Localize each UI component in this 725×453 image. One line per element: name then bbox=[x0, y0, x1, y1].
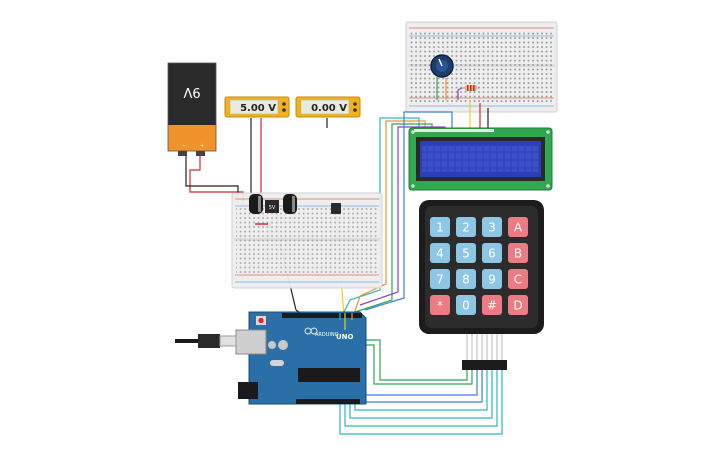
keypad-key-0[interactable] bbox=[456, 295, 476, 315]
arduino-usb-port bbox=[235, 329, 267, 355]
wire-lcd-blue bbox=[364, 111, 453, 311]
keypad-key-a[interactable] bbox=[508, 217, 528, 237]
keypad-key-label: 9 bbox=[488, 273, 496, 287]
keypad-key-3[interactable] bbox=[482, 217, 502, 237]
keypad-key-label: C bbox=[514, 273, 522, 287]
wire-key-3 bbox=[364, 368, 478, 396]
lcd-display[interactable] bbox=[408, 127, 553, 191]
arduino-header-wires bbox=[295, 309, 353, 330]
keypad-key-hash[interactable] bbox=[482, 295, 502, 315]
keypad-key-label: 0 bbox=[462, 299, 470, 313]
usb-cable bbox=[175, 334, 237, 348]
keypad-4x4[interactable]: 1 2 3 A 4 5 6 B 7 8 9 C * 0 # D bbox=[419, 200, 544, 370]
battery-9v[interactable]: 9V − + bbox=[167, 62, 217, 156]
keypad-key-1[interactable] bbox=[430, 217, 450, 237]
wire-key-1 bbox=[362, 339, 468, 381]
keypad-key-label: # bbox=[487, 299, 497, 313]
arduino-atmega-chip bbox=[298, 368, 360, 382]
wire-lcd-green bbox=[354, 123, 433, 313]
transistor[interactable] bbox=[331, 203, 341, 214]
arduino-uno[interactable]: ARDUINO UNO bbox=[235, 311, 367, 405]
keypad-ribbon bbox=[466, 334, 503, 362]
wire-key-2 bbox=[355, 344, 473, 385]
voltage-regulator[interactable]: 5V bbox=[265, 200, 279, 213]
keypad-key-5[interactable] bbox=[456, 243, 476, 263]
keypad-key-b[interactable] bbox=[508, 243, 528, 263]
svg-text:−: − bbox=[182, 143, 186, 149]
arduino-power-jack bbox=[238, 382, 258, 399]
svg-text:+: + bbox=[200, 143, 204, 149]
multimeter-right[interactable]: 0.00 V bbox=[295, 96, 361, 118]
keypad-key-c[interactable] bbox=[508, 269, 528, 289]
potentiometer[interactable] bbox=[430, 54, 454, 78]
keypad-key-7[interactable] bbox=[430, 269, 450, 289]
keypad-key-label: 6 bbox=[488, 247, 496, 261]
keypad-key-9[interactable] bbox=[482, 269, 502, 289]
capacitor-left[interactable] bbox=[249, 194, 263, 214]
keypad-key-label: B bbox=[514, 247, 522, 261]
wire-battery-black bbox=[185, 154, 239, 196]
keypad-key-label: 5 bbox=[462, 247, 470, 261]
keypad-keys: 1 2 3 A 4 5 6 B 7 8 9 C * 0 # D bbox=[430, 217, 528, 315]
keypad-key-6[interactable] bbox=[482, 243, 502, 263]
multimeter-left[interactable]: 5.00 V bbox=[224, 96, 290, 118]
wire-key-8 bbox=[339, 368, 503, 435]
lcd-char-grid bbox=[422, 146, 539, 172]
keypad-key-8[interactable] bbox=[456, 269, 476, 289]
keypad-key-label: 1 bbox=[436, 221, 444, 235]
top-breadboard[interactable] bbox=[405, 21, 558, 113]
keypad-key-label: A bbox=[514, 221, 523, 235]
middle-breadboard-holes bbox=[236, 208, 378, 274]
wire-lcd-orange bbox=[351, 120, 426, 321]
wire-pot-purple bbox=[457, 87, 463, 100]
arduino-logo: ARDUINO bbox=[315, 332, 339, 338]
arduino-model: UNO bbox=[336, 333, 354, 341]
keypad-key-star[interactable] bbox=[430, 295, 450, 315]
keypad-key-label: 3 bbox=[488, 221, 496, 235]
keypad-key-2[interactable] bbox=[456, 217, 476, 237]
keypad-key-label: * bbox=[437, 299, 443, 313]
middle-breadboard[interactable] bbox=[231, 192, 383, 289]
battery-label: 9V bbox=[183, 84, 200, 99]
wire-multimeter-red bbox=[257, 118, 262, 201]
keypad-key-d[interactable] bbox=[508, 295, 528, 315]
wire-key-7 bbox=[344, 368, 498, 427]
keypad-key-label: 8 bbox=[462, 273, 470, 287]
keypad-key-label: D bbox=[513, 299, 522, 313]
regulator-label: 5V bbox=[269, 205, 276, 211]
capacitor-right[interactable] bbox=[283, 194, 297, 214]
multimeter-left-reading: 5.00 V bbox=[240, 103, 276, 114]
keypad-key-4[interactable] bbox=[430, 243, 450, 263]
keypad-connector bbox=[462, 360, 507, 370]
wire-key-6 bbox=[349, 368, 493, 419]
keypad-key-label: 2 bbox=[462, 221, 470, 235]
keypad-key-label: 7 bbox=[436, 273, 444, 287]
multimeter-right-reading: 0.00 V bbox=[311, 103, 347, 114]
keypad-key-label: 4 bbox=[436, 247, 444, 261]
resistor[interactable] bbox=[462, 85, 480, 91]
wire-key-4 bbox=[359, 368, 483, 403]
